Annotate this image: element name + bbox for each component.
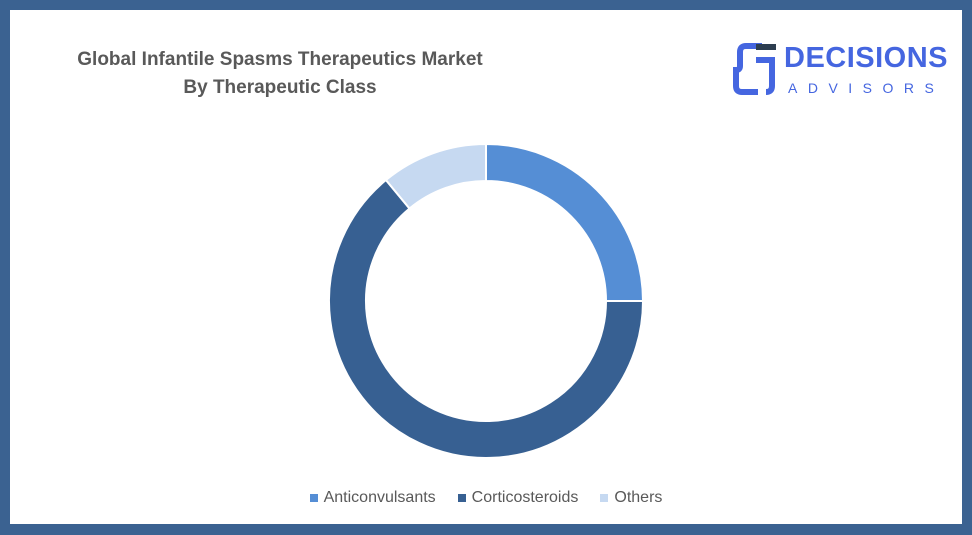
donut-slice-anticonvulsants xyxy=(485,142,645,302)
logo-mark-icon xyxy=(733,43,776,95)
legend-swatch xyxy=(600,494,609,502)
chart-card: Global Infantile Spasms Therapeutics Mar… xyxy=(10,10,962,524)
legend-swatch xyxy=(309,494,318,502)
subtitle-line: By Therapeutic Class xyxy=(183,77,377,98)
logo-main-text: DECISIONS xyxy=(784,42,949,74)
title-line: Global Infantile Spasms Therapeutics Mar… xyxy=(77,49,483,70)
legend-swatch xyxy=(457,494,466,502)
legend-item-anticonvulsants: Anticonvulsants xyxy=(309,489,436,507)
legend-label: Corticosteroids xyxy=(471,489,579,506)
donut-chart xyxy=(328,142,645,459)
donut-slice-others xyxy=(384,142,487,210)
legend: Anticonvulsants Corticosteroids Others xyxy=(10,489,962,507)
legend-item-corticosteroids: Corticosteroids xyxy=(457,489,579,507)
legend-label: Others xyxy=(614,489,663,506)
legend-item-others: Others xyxy=(600,489,662,507)
legend-label: Anticonvulsants xyxy=(323,489,436,506)
logo-sub-text: ADVISORS xyxy=(788,80,945,96)
chart-title: Global Infantile Spasms Therapeutics Mar… xyxy=(40,46,520,102)
donut-slice-corticosteroids xyxy=(328,178,645,459)
decisions-advisors-logo: DECISIONS ADVISORS xyxy=(732,38,948,103)
